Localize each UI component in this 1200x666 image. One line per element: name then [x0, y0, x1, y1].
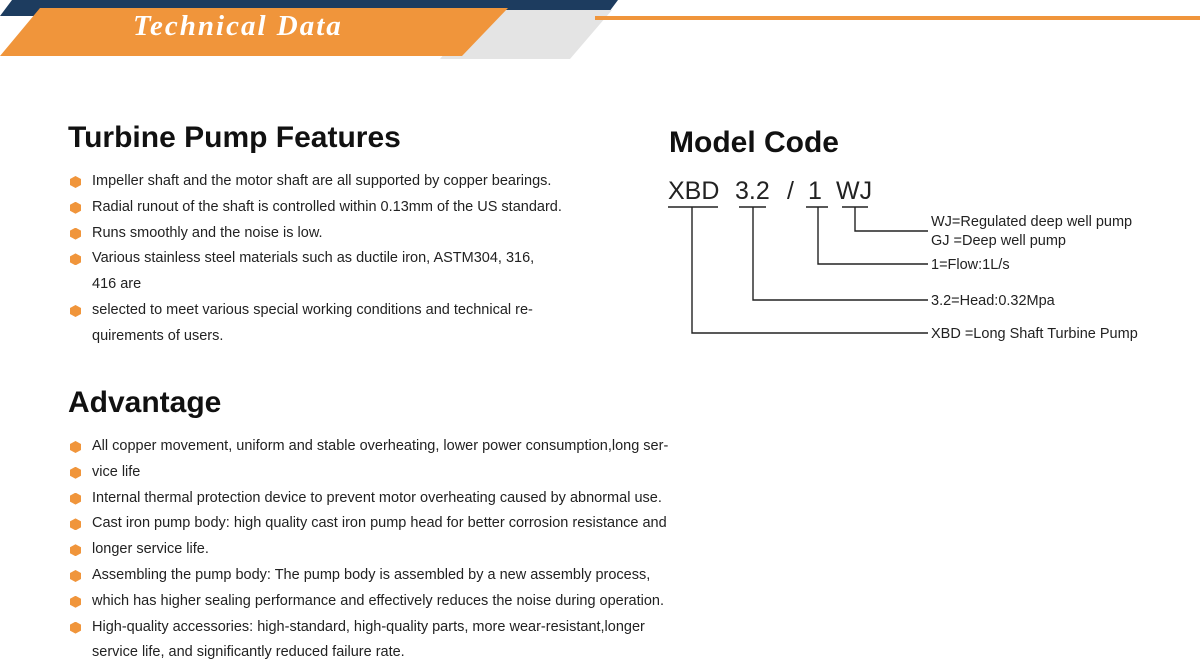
list-item: Impeller shaft and the motor shaft are a… — [68, 169, 562, 195]
list-item: vice life — [68, 460, 668, 486]
code-segment-xbd: XBD — [668, 177, 719, 205]
advantage-list: All copper movement, uniform and stable … — [68, 434, 668, 666]
list-item: All copper movement, uniform and stable … — [68, 434, 668, 460]
list-item: quirements of users. — [92, 327, 224, 344]
diagram-connectors — [668, 206, 928, 334]
desc-head: 3.2=Head:0.32Mpa — [931, 293, 1056, 309]
features-title: Turbine Pump Features — [68, 121, 401, 154]
list-item: Internal thermal protection device to pr… — [68, 486, 668, 512]
desc-flow: 1=Flow:1L/s — [931, 257, 1010, 273]
list-item: selected to meet various special working… — [68, 298, 562, 324]
list-item: which has higher sealing performance and… — [68, 589, 668, 615]
banner-orange-line — [595, 16, 1200, 20]
connector-head — [752, 207, 928, 301]
advantage-title: Advantage — [68, 386, 222, 419]
code-segment-slash: / — [787, 177, 794, 205]
connector-xbd — [691, 207, 928, 334]
list-item: 416 are — [92, 276, 142, 293]
connector-wj — [854, 207, 928, 232]
list-item: Assembling the pump body: The pump body … — [68, 563, 668, 589]
list-item: Cast iron pump body: high quality cast i… — [68, 511, 668, 537]
desc-gj: GJ =Deep well pump — [931, 233, 1066, 249]
model-code-title: Model Code — [669, 126, 839, 159]
list-item: Radial runout of the shaft is controlled… — [68, 195, 562, 221]
banner-orange-band — [0, 8, 508, 56]
model-code-diagram: XBD 3.2 / 1 WJ WJ=Regulated deep well pu… — [668, 177, 1138, 342]
list-item: service life, and significantly reduced … — [92, 644, 405, 661]
code-segment-type: WJ — [836, 177, 872, 205]
banner-graphic — [0, 0, 1200, 59]
list-item: longer service life. — [68, 537, 668, 563]
features-list: Impeller shaft and the motor shaft are a… — [68, 169, 562, 350]
list-item: Various stainless steel materials such a… — [68, 246, 562, 272]
desc-xbd: XBD =Long Shaft Turbine Pump — [931, 326, 1138, 342]
code-segment-head: 3.2 — [735, 177, 770, 205]
header-banner: Technical Data — [0, 0, 1200, 60]
banner-title: Technical Data — [133, 10, 343, 42]
connector-flow — [817, 207, 928, 265]
list-item: Runs smoothly and the noise is low. — [68, 221, 562, 247]
code-segment-flow: 1 — [808, 177, 822, 205]
list-item: High-quality accessories: high-standard,… — [68, 615, 668, 641]
desc-wj: WJ=Regulated deep well pump — [931, 214, 1132, 230]
